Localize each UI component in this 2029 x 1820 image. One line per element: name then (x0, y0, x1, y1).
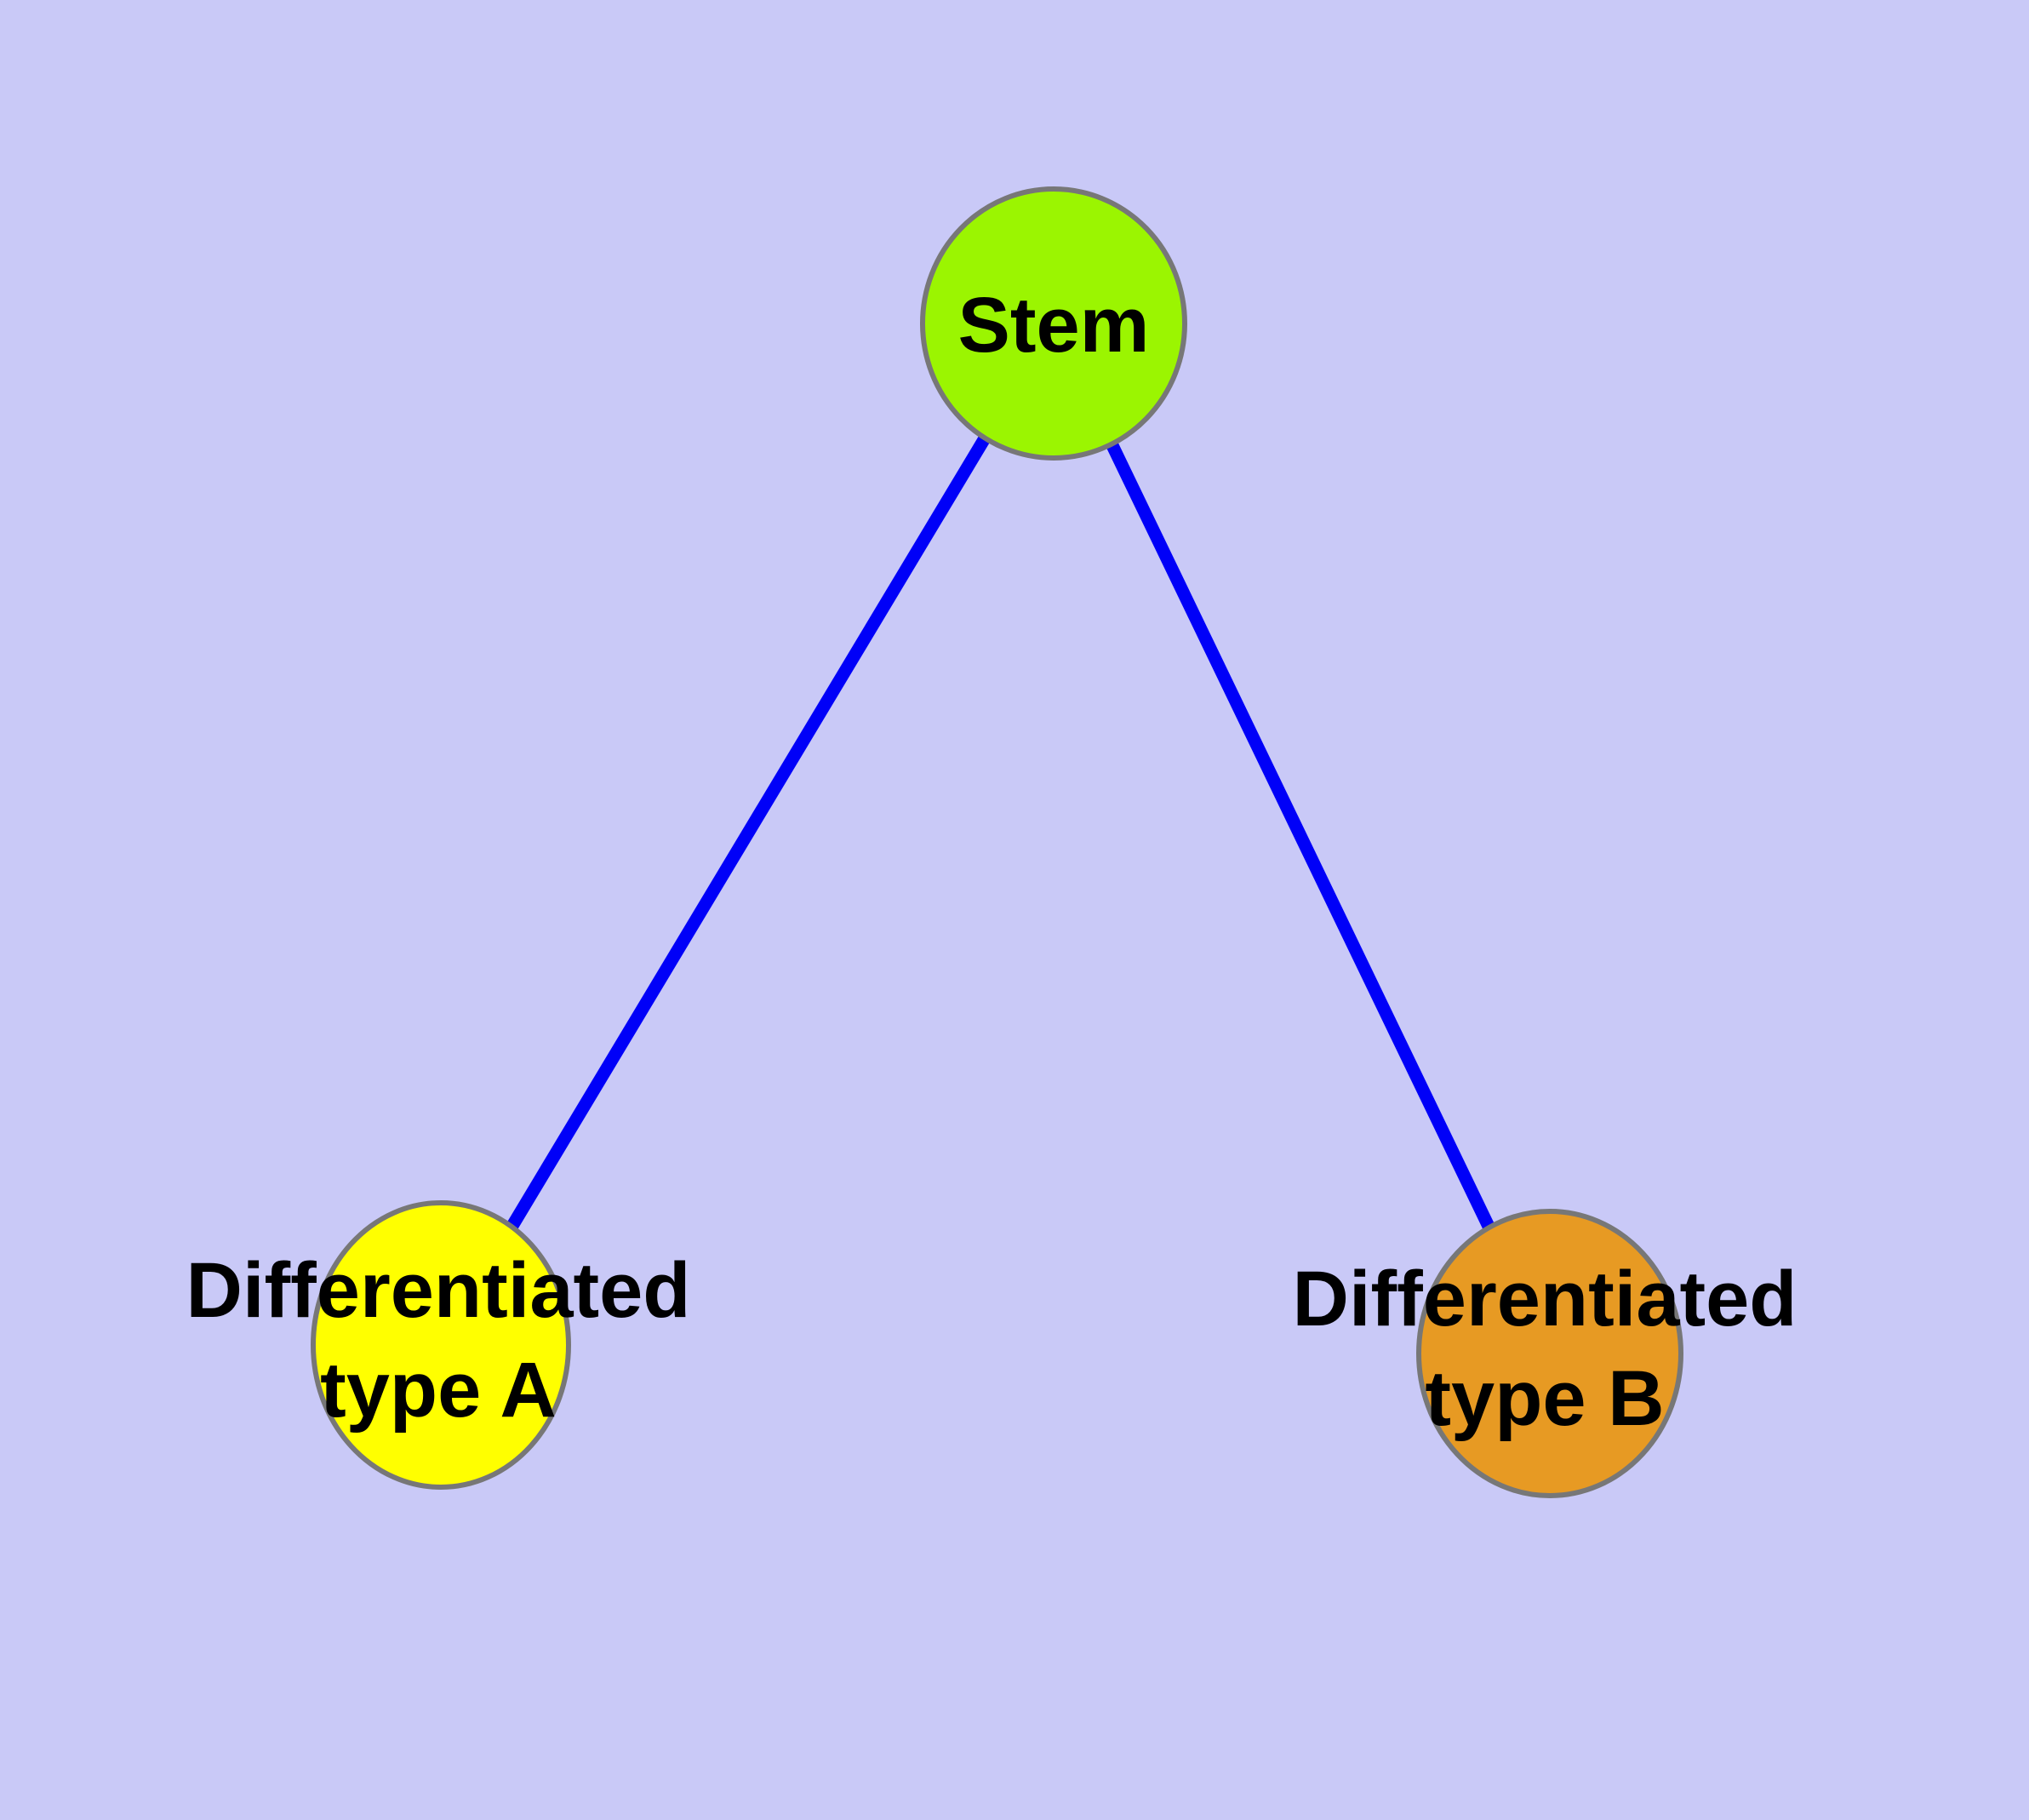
edge-stem-to-type-a (435, 320, 1060, 1348)
node-differentiated-type-b (1416, 1209, 1683, 1498)
node-b-label-line-1: Differentiated (1293, 1256, 1798, 1342)
node-b-label-line-2: type B (1425, 1355, 1664, 1442)
node-stem (920, 186, 1187, 461)
node-stem-label: Stem (958, 282, 1150, 369)
edge-stem-to-type-b (1048, 320, 1556, 1357)
node-a-label-line-1: Differentiated (186, 1247, 691, 1334)
node-differentiated-type-a (311, 1200, 571, 1490)
node-a-label-line-2: type A (320, 1347, 557, 1434)
